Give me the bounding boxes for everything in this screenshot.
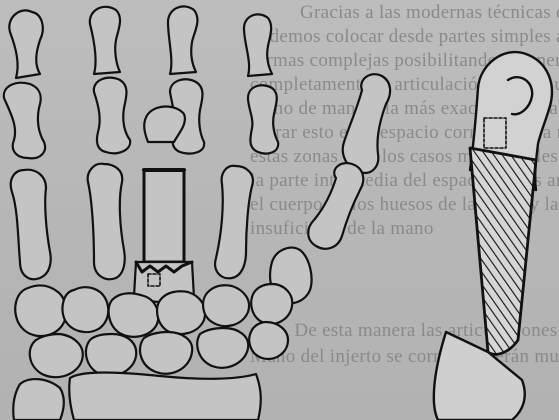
hand-skeleton-figure [4, 6, 390, 420]
metacarpals [11, 164, 253, 279]
thumb-bones [270, 74, 390, 303]
bone-graft-figure [434, 52, 552, 420]
distal-phalanges [9, 6, 272, 78]
middle-phalanges [4, 78, 278, 159]
forearm-bones [13, 373, 261, 420]
